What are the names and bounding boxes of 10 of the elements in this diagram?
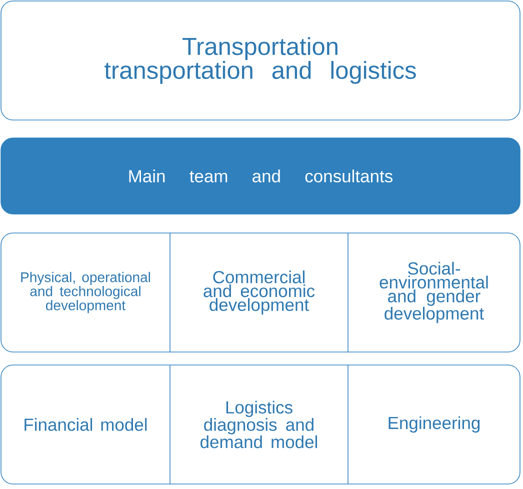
table-cell: Physical, operational and technological development [21, 272, 150, 314]
table-cell: Commercial and economic development [204, 270, 315, 314]
row-panel [0, 232, 520, 352]
table-cell: Financial model [24, 418, 147, 431]
table-cell: Engineering [388, 416, 480, 433]
row-panel [0, 364, 520, 484]
table-cell: Logistics diagnosis and demand model [200, 400, 317, 448]
table-cell: Social-environmental and gender development [380, 262, 488, 324]
title-box: Transportation transportation and logistics [0, 0, 520, 120]
header-band: Main team and consultants [0, 138, 520, 214]
